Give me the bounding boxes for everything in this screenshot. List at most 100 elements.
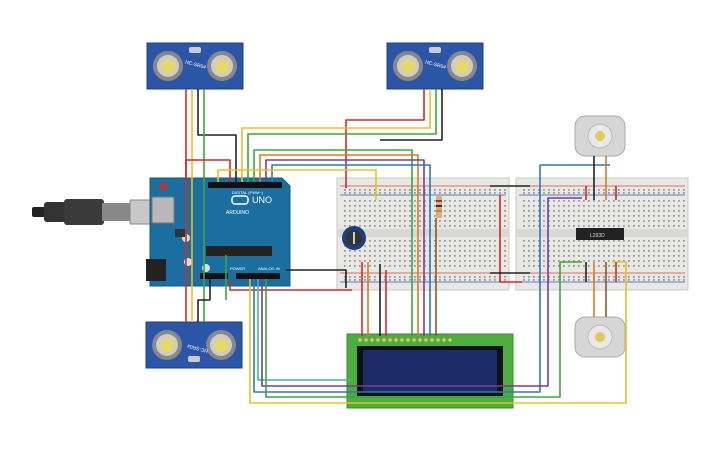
breadboard-hole (653, 189, 655, 191)
breadboard-hole (648, 200, 650, 202)
breadboard-hole (489, 276, 491, 278)
breadboard-hole (474, 279, 476, 281)
breadboard-hole (444, 255, 446, 257)
breadboard-hole (523, 276, 525, 278)
breadboard-hole (409, 245, 411, 247)
breadboard-hole (464, 220, 466, 222)
breadboard-hole (648, 225, 650, 227)
breadboard-hole (643, 225, 645, 227)
breadboard-hole (618, 220, 620, 222)
lcd-pin (382, 338, 386, 342)
breadboard-hole (434, 260, 436, 262)
breadboard-hole (533, 265, 535, 267)
breadboard-hole (459, 225, 461, 227)
wire (261, 197, 582, 387)
breadboard-hole (369, 215, 371, 217)
breadboard-hole (558, 189, 560, 191)
breadboard-hole (573, 220, 575, 222)
breadboard-hole (414, 255, 416, 257)
breadboard-hole (484, 255, 486, 257)
breadboard-hole (628, 265, 630, 267)
breadboard-hole (419, 245, 421, 247)
breadboard-hole (553, 250, 555, 252)
breadboard-hole (424, 205, 426, 207)
breadboard-hole (568, 245, 570, 247)
breadboard-hole (504, 225, 506, 227)
breadboard-hole (618, 265, 620, 267)
breadboard-hole (379, 240, 381, 242)
breadboard-hole (653, 192, 655, 194)
breadboard-hole (409, 220, 411, 222)
breadboard-hole (389, 200, 391, 202)
breadboard-hole (414, 265, 416, 267)
breadboard-hole (553, 205, 555, 207)
breadboard-hole (523, 205, 525, 207)
breadboard-hole (623, 250, 625, 252)
breadboard-hole (469, 276, 471, 278)
breadboard-hole (588, 210, 590, 212)
breadboard-hole (533, 279, 535, 281)
breadboard-hole (563, 210, 565, 212)
breadboard-hole (653, 265, 655, 267)
breadboard-hole (354, 276, 356, 278)
breadboard-hole (653, 279, 655, 281)
breadboard-hole (633, 225, 635, 227)
breadboard-hole (588, 240, 590, 242)
breadboard-hole (474, 189, 476, 191)
breadboard-hole (464, 260, 466, 262)
breadboard-hole (494, 192, 496, 194)
breadboard-hole (583, 210, 585, 212)
breadboard-hole (563, 192, 565, 194)
breadboard-hole (613, 215, 615, 217)
breadboard-hole (543, 192, 545, 194)
breadboard-hole (683, 245, 685, 247)
breadboard-hole (389, 260, 391, 262)
breadboard-hole (668, 205, 670, 207)
breadboard-hole (533, 205, 535, 207)
breadboard-hole (568, 200, 570, 202)
breadboard-hole (573, 255, 575, 257)
breadboard-hole (628, 276, 630, 278)
breadboard-hole (384, 245, 386, 247)
breadboard-hole (494, 205, 496, 207)
wire (197, 279, 211, 322)
breadboard-hole (553, 189, 555, 191)
breadboard-hole (593, 200, 595, 202)
breadboard-hole (434, 220, 436, 222)
breadboard-hole (414, 220, 416, 222)
breadboard-hole (538, 265, 540, 267)
breadboard-hole (523, 240, 525, 242)
breadboard-hole (389, 250, 391, 252)
breadboard-hole (504, 210, 506, 212)
breadboard-hole (369, 220, 371, 222)
breadboard-hole (379, 189, 381, 191)
breadboard-hole (449, 189, 451, 191)
breadboard-hole (628, 225, 630, 227)
breadboard-hole (419, 240, 421, 242)
breadboard-hole (479, 276, 481, 278)
dc-motor-top (574, 115, 626, 157)
breadboard-hole (598, 200, 600, 202)
breadboard-hole (603, 189, 605, 191)
breadboard-hole (558, 205, 560, 207)
breadboard-hole (459, 215, 461, 217)
breadboard-hole (469, 205, 471, 207)
breadboard-hole (404, 200, 406, 202)
breadboard-hole (528, 255, 530, 257)
breadboard-hole (414, 279, 416, 281)
breadboard-hole (583, 189, 585, 191)
breadboard-hole (648, 240, 650, 242)
breadboard-hole (344, 265, 346, 267)
breadboard-hole (633, 189, 635, 191)
breadboard-hole (588, 255, 590, 257)
breadboard-hole (389, 205, 391, 207)
breadboard-hole (489, 210, 491, 212)
breadboard-hole (364, 260, 366, 262)
breadboard-hole (414, 260, 416, 262)
breadboard-hole (344, 250, 346, 252)
breadboard-hole (344, 276, 346, 278)
breadboard-hole (484, 192, 486, 194)
breadboard-hole (658, 260, 660, 262)
breadboard-hole (653, 215, 655, 217)
breadboard-hole (474, 200, 476, 202)
